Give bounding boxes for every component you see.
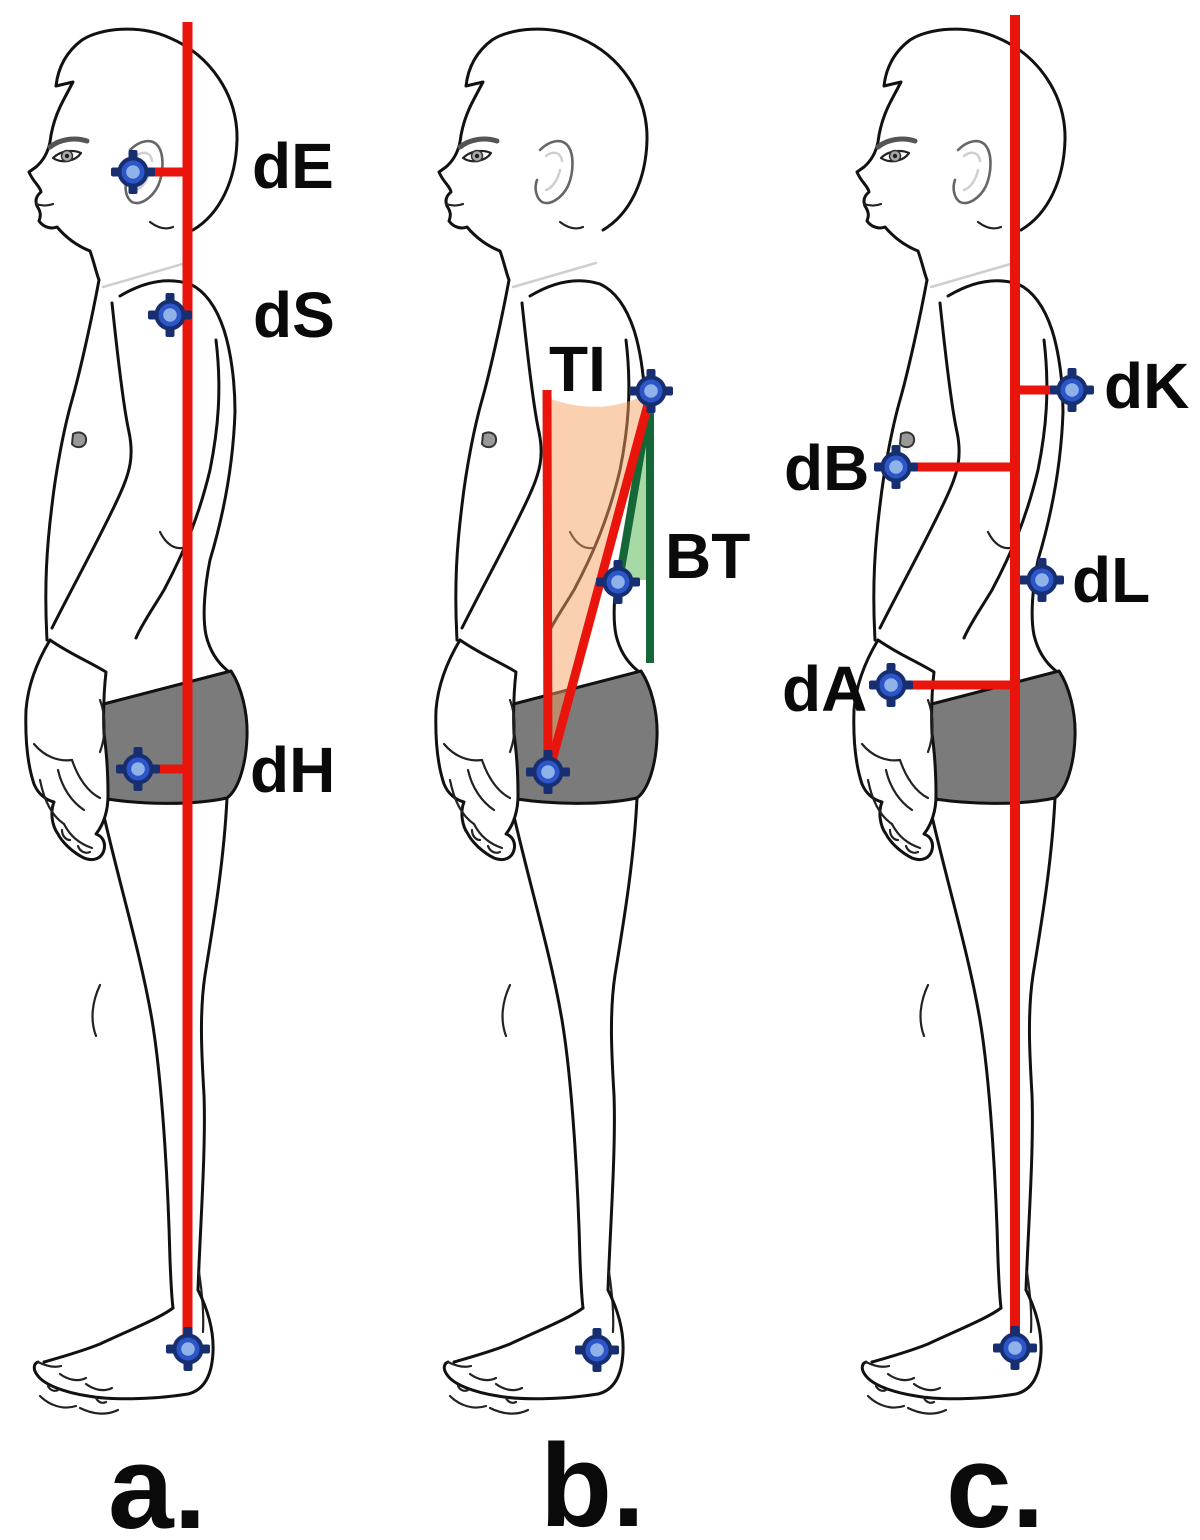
- landmark-marker-dB: [872, 443, 920, 491]
- landmark-marker-ankle-b: [573, 1326, 621, 1374]
- landmark-marker-dL: [1018, 556, 1066, 604]
- panel-c: dK dB dL dA c.: [782, 15, 1189, 1540]
- label-dH: dH: [250, 734, 335, 806]
- panel-letter-a: a.: [108, 1422, 206, 1540]
- panel-b: TI BT b.: [436, 29, 750, 1540]
- landmark-marker-ankle-a: [164, 1325, 212, 1373]
- label-dA: dA: [782, 653, 867, 725]
- label-dB: dB: [784, 432, 869, 504]
- label-BT: BT: [665, 520, 750, 592]
- plumb-line-b: [542, 389, 553, 773]
- label-dL: dL: [1072, 544, 1150, 616]
- label-dE: dE: [252, 130, 334, 202]
- label-dS: dS: [253, 279, 335, 351]
- landmark-marker-dK: [1048, 366, 1096, 414]
- panel-a: dE dS dH a.: [26, 22, 335, 1540]
- label-dK: dK: [1104, 350, 1189, 422]
- panel-letter-c: c.: [946, 1421, 1044, 1540]
- panel-letter-b: b.: [540, 1420, 645, 1540]
- label-TI: TI: [549, 333, 606, 405]
